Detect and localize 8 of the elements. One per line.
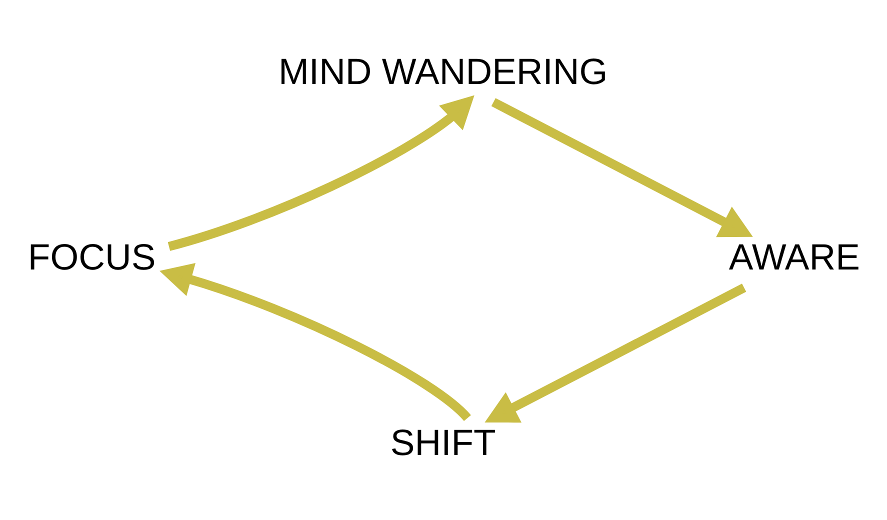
node-text: MIND WANDERING	[278, 50, 608, 92]
arrow	[160, 263, 471, 422]
arrow	[484, 284, 746, 423]
node-text: AWARE	[728, 236, 860, 278]
arrow	[491, 98, 753, 238]
node-text: SHIFT	[390, 422, 496, 463]
arrow	[168, 95, 474, 251]
node-text: FOCUS	[28, 236, 156, 278]
